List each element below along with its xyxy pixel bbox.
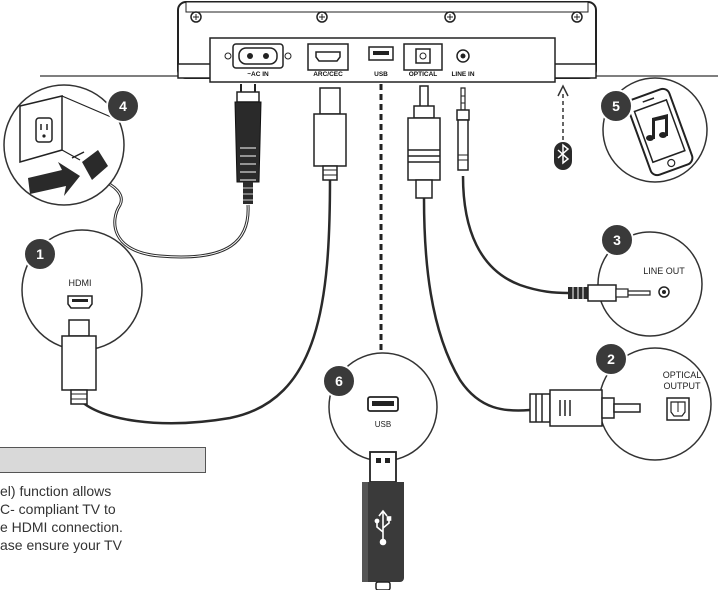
arc-cec-label: ARC/CEC (313, 71, 343, 78)
callout-number-3: 3 (613, 232, 621, 248)
smartphone-icon (626, 87, 694, 177)
optical-output-label-line1: OPTICAL (663, 370, 702, 380)
optical-cable (422, 197, 531, 412)
line-in-port: LINE IN (451, 49, 475, 78)
power-plug (234, 84, 262, 204)
optical-plug (407, 85, 441, 199)
aux-plug-top (456, 87, 470, 171)
callout-number-5: 5 (612, 98, 620, 114)
insert-arrow-icon (28, 162, 80, 196)
hdmi-cable (79, 177, 332, 425)
optical-output-callout: OPTICAL OUTPUT 2 (529, 342, 712, 461)
usb-callout-label: USB (375, 420, 391, 429)
music-note-icon (646, 114, 668, 141)
wall-outlet-icon (19, 95, 119, 163)
usb-callout: USB 6 (322, 352, 438, 462)
usb-symbol-icon (374, 509, 392, 546)
screw-icon (444, 11, 456, 23)
bluetooth-icon (554, 142, 572, 170)
optical-port-label: OPTICAL (409, 71, 438, 78)
hdmi-plug-top (313, 87, 347, 181)
screw-icon (190, 11, 202, 23)
usb-port: USB (368, 46, 394, 78)
optical-port: OPTICAL (403, 43, 443, 78)
usb-port-label: USB (374, 71, 388, 78)
optical-output-label-line2: OUTPUT (664, 381, 702, 391)
soundbar-rear-panel: ~AC IN ARC/CEC USB OPTICAL LINE IN (177, 1, 597, 83)
power-cable-highlight (99, 179, 249, 258)
ac-in-port: ~AC IN (224, 43, 292, 78)
arc-cec-note-text: el) function allows C- compliant TV to e… (0, 483, 123, 553)
screw-icon (571, 11, 583, 23)
hdmi-callout-label: HDMI (69, 278, 92, 288)
line-out-label: LINE OUT (643, 266, 685, 276)
note-header-bar (0, 447, 206, 473)
hdmi-arc-port: ARC/CEC (307, 43, 349, 78)
screw-icon (316, 11, 328, 23)
callout-number-1: 1 (36, 246, 44, 262)
line-out-callout: LINE OUT 3 (568, 223, 703, 337)
wall-plug-icon (82, 150, 108, 180)
aux-cable (461, 175, 569, 295)
power-outlet-callout: 4 (3, 84, 140, 206)
callout-number-2: 2 (607, 351, 615, 367)
optical-port-icon (666, 397, 690, 421)
ac-in-label: ~AC IN (247, 71, 269, 78)
hdmi-callout: HDMI 1 (21, 229, 143, 405)
phone-callout: 5 (599, 77, 708, 183)
callout-number-6: 6 (335, 373, 343, 389)
usb-flash-drive (362, 451, 404, 590)
line-in-label: LINE IN (451, 71, 474, 78)
callout-number-4: 4 (119, 98, 127, 114)
